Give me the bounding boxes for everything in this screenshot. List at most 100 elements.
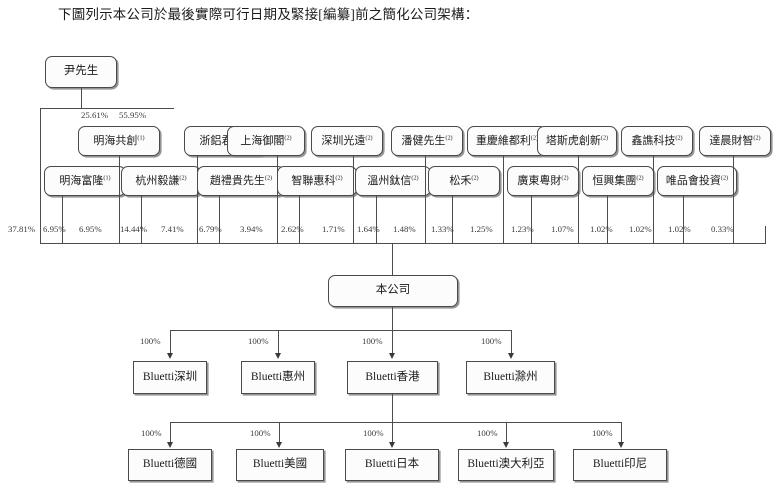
node-sub2-2: Bluetti日本	[345, 449, 439, 481]
pct-shareholder-9: 1.64%	[357, 224, 380, 234]
node-tier2-4-label: 潘健先生(2)	[401, 134, 453, 147]
arrow-sub2-2	[389, 442, 395, 448]
node-tier3-1: 杭州毅謙(2)	[121, 166, 201, 196]
node-sub1-0-label: Bluetti深圳	[142, 370, 198, 383]
rail-13	[531, 196, 532, 243]
pct-controller-2: 55.95%	[119, 110, 147, 120]
node-tier3-4-label: 溫州鈦信(2)	[367, 174, 419, 187]
shareholder-bus	[40, 243, 766, 244]
pct-shareholder-0: 37.81%	[8, 224, 36, 234]
pct-shareholder-13: 1.23%	[511, 224, 534, 234]
node-tier3-0: 明海富隆(1)	[44, 166, 126, 196]
rail-9	[376, 196, 377, 243]
pct-sub1-1: 100%	[248, 336, 269, 346]
node-tier2-5-label: 重慶維都利(2)	[475, 134, 539, 147]
node-sub1-3-label: Bluetti滁州	[483, 370, 538, 383]
node-tier2-8: 達晨財智(2)	[699, 126, 771, 156]
pct-sub2-2: 100%	[363, 428, 384, 438]
node-tier3-8-label: 唯品會投資(2)	[665, 174, 729, 187]
pct-shareholder-15: 1.02%	[590, 224, 613, 234]
arrow-sub1-0	[167, 353, 173, 359]
pct-sub1-2: 100%	[362, 336, 383, 346]
drop-sub2-4	[621, 422, 622, 444]
drop-sub1-1	[278, 330, 279, 355]
arrow-sub1-3	[508, 353, 514, 359]
drop-sub2-3	[506, 422, 507, 444]
node-tier2-5: 重慶維都利(2)	[467, 126, 547, 156]
node-sub1-2: Bluetti香港	[347, 361, 438, 394]
rail-16	[653, 156, 654, 243]
node-sub1-3: Bluetti滁州	[466, 361, 555, 394]
node-tier3-5-label: 松禾(2)	[449, 174, 479, 187]
node-tier2-0-label: 明海共創(1)	[93, 134, 145, 147]
node-tier3-4: 溫州鈦信(2)	[355, 166, 431, 196]
rail-4	[197, 156, 198, 243]
node-tier3-6: 廣東粵財(2)	[507, 166, 579, 196]
node-tier2-8-label: 達晨財智(2)	[709, 134, 761, 147]
pct-sub1-0: 100%	[140, 336, 161, 346]
node-sub2-3-label: Bluetti澳大利亞	[467, 458, 545, 471]
node-tier3-1-label: 杭州毅謙(2)	[135, 174, 187, 187]
company-down-stem	[392, 307, 393, 330]
drop-sub1-3	[511, 330, 512, 355]
node-sub2-3: Bluetti澳大利亞	[458, 449, 554, 481]
node-tier2-7-label: 鑫譙科技(2)	[631, 134, 683, 147]
pct-shareholder-3: 14.44%	[120, 224, 148, 234]
node-controller: 尹先生	[45, 56, 117, 88]
pct-shareholder-16: 1.02%	[629, 224, 652, 234]
pct-sub1-3: 100%	[481, 336, 502, 346]
node-tier2-2: 上海御閣(2)	[227, 126, 305, 156]
pct-controller-1: 25.61%	[81, 110, 109, 120]
arrow-sub1-2	[389, 353, 395, 359]
pct-shareholder-4: 7.41%	[161, 224, 184, 234]
pct-shareholder-8: 1.71%	[322, 224, 345, 234]
node-company: 本公司	[328, 275, 458, 307]
page-title: 下圖列示本公司於最後實際可行日期及緊接[編纂]前之簡化公司架構：	[58, 7, 479, 22]
pct-sub2-3: 100%	[477, 428, 498, 438]
rail-5	[219, 196, 220, 243]
pct-shareholder-7: 2.62%	[281, 224, 304, 234]
node-tier3-3: 智聯惠科(2)	[277, 166, 357, 196]
node-sub1-0: Bluetti深圳	[133, 361, 207, 394]
rail-6	[277, 156, 278, 243]
pct-sub2-1: 100%	[250, 428, 271, 438]
node-controller-label: 尹先生	[63, 65, 99, 78]
pct-shareholder-14: 1.07%	[551, 224, 574, 234]
arrow-sub1-1	[275, 353, 281, 359]
rail-10	[425, 156, 426, 243]
drop-sub1-2	[392, 330, 393, 355]
node-tier3-7: 恒興集團(2)	[582, 166, 654, 196]
rail-0	[40, 108, 41, 243]
rail-1	[62, 196, 63, 243]
node-sub1-2-label: Bluetti香港	[365, 370, 420, 383]
node-tier2-2-label: 上海御閣(2)	[240, 134, 292, 147]
node-tier2-3-label: 深圳光遠(2)	[321, 134, 373, 147]
node-sub2-1: Bluetti美國	[236, 449, 324, 481]
controller-split-bar	[40, 108, 174, 109]
pct-shareholder-18: 0.33%	[711, 224, 734, 234]
rail-8	[353, 156, 354, 243]
node-sub2-4: Bluetti印尼	[573, 449, 667, 481]
pct-sub2-0: 100%	[141, 428, 162, 438]
node-tier2-6-label: 塔斯虎創新(2)	[545, 134, 609, 147]
drop-sub2-1	[279, 422, 280, 444]
pct-shareholder-11: 1.33%	[431, 224, 454, 234]
node-sub2-2-label: Bluetti日本	[364, 458, 420, 471]
node-sub2-1-label: Bluetti美國	[252, 458, 308, 471]
pct-shareholder-2: 6.95%	[79, 224, 102, 234]
pct-shareholder-6: 3.94%	[240, 224, 263, 234]
node-tier2-3: 深圳光遠(2)	[311, 126, 383, 156]
node-tier3-3-label: 智聯惠科(2)	[291, 174, 343, 187]
arrow-sub2-0	[167, 442, 173, 448]
rail-11	[452, 196, 453, 243]
arrow-sub2-1	[276, 442, 282, 448]
node-tier3-7-label: 恒興集團(2)	[592, 174, 644, 187]
rail-3	[141, 196, 142, 243]
rail-7	[299, 196, 300, 243]
node-tier3-2: 趙禮貴先生(2)	[197, 166, 285, 196]
rail-2	[119, 156, 120, 243]
node-tier2-4: 潘健先生(2)	[391, 126, 463, 156]
drop-sub2-0	[170, 422, 171, 444]
rail-17	[683, 196, 684, 243]
subsidiary-l1-bus	[170, 330, 511, 331]
